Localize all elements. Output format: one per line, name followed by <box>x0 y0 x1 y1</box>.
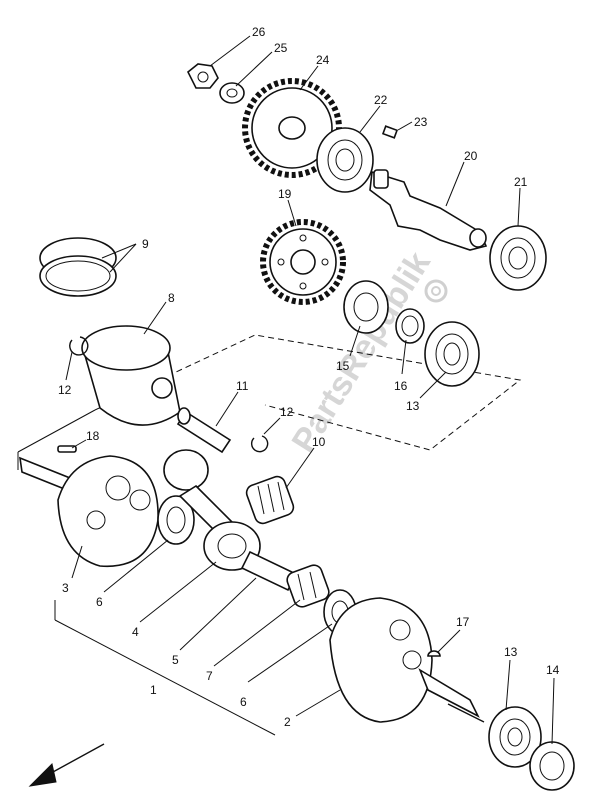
callout-13-upper: 13 <box>406 399 420 413</box>
callout-12-upper: 12 <box>58 383 72 397</box>
callout-17: 17 <box>456 615 470 629</box>
callout-16: 16 <box>394 379 408 393</box>
woodruff-key-part <box>381 125 399 139</box>
dowel-pin-part <box>57 445 77 453</box>
group-brackets <box>17 334 522 736</box>
balancer-gear-part <box>260 219 346 305</box>
callout-labels: 26 25 24 22 23 20 21 19 9 8 12 15 16 13 … <box>58 25 560 729</box>
bearing-22-part <box>316 127 374 193</box>
crank-pin-part <box>240 550 298 592</box>
callout-4: 4 <box>132 625 139 639</box>
balancer-shaft-part <box>369 169 488 251</box>
bearing-21-part <box>489 225 547 291</box>
callout-23: 23 <box>414 115 428 129</box>
bearing-13-lower-part <box>488 706 542 768</box>
piston-pin-part <box>176 407 232 454</box>
callout-2: 2 <box>284 715 291 729</box>
direction-arrow-icon <box>28 743 105 787</box>
callout-6-upper: 6 <box>96 595 103 609</box>
callout-6-lower: 6 <box>240 695 247 709</box>
needle-bearing-part <box>245 475 295 525</box>
lock-washer-part <box>219 82 245 104</box>
callout-24: 24 <box>316 53 330 67</box>
crank-left-part <box>19 455 159 568</box>
crank-right-part <box>329 597 485 723</box>
callout-25: 25 <box>274 41 288 55</box>
piston-pin-clip-part <box>69 336 89 356</box>
callout-15: 15 <box>336 359 350 373</box>
callout-26: 26 <box>252 25 266 39</box>
big-end-bearing-part <box>286 564 330 608</box>
callout-1: 1 <box>150 683 157 697</box>
oil-seal-part <box>529 741 575 791</box>
callout-21: 21 <box>514 175 528 189</box>
callout-7: 7 <box>206 669 213 683</box>
callout-14: 14 <box>546 663 560 677</box>
bearing-13-upper-part <box>424 321 480 387</box>
callout-5: 5 <box>172 653 179 667</box>
piston-pin-clip-2-part <box>250 435 269 453</box>
callout-12-lower: 12 <box>280 405 294 419</box>
bearing-15-part <box>343 280 389 334</box>
callout-18: 18 <box>86 429 100 443</box>
thrust-washer-left-part <box>157 495 195 545</box>
callout-9: 9 <box>142 237 149 251</box>
collar-part <box>395 308 425 344</box>
connecting-rod-part <box>163 449 261 571</box>
crank-key-part <box>427 650 441 657</box>
leader-lines <box>65 35 555 745</box>
callout-20: 20 <box>464 149 478 163</box>
callout-11: 11 <box>236 379 249 393</box>
callout-3: 3 <box>62 581 69 595</box>
callout-19: 19 <box>278 187 292 201</box>
callout-22: 22 <box>374 93 388 107</box>
piston-rings-part <box>39 237 117 297</box>
piston-part <box>81 325 181 426</box>
callout-10: 10 <box>312 435 326 449</box>
nut-part <box>186 63 219 89</box>
callout-8: 8 <box>168 291 175 305</box>
primary-drive-gear-part <box>242 78 342 178</box>
gear-watermark-icon <box>424 279 448 303</box>
callout-13-lower: 13 <box>504 645 518 659</box>
